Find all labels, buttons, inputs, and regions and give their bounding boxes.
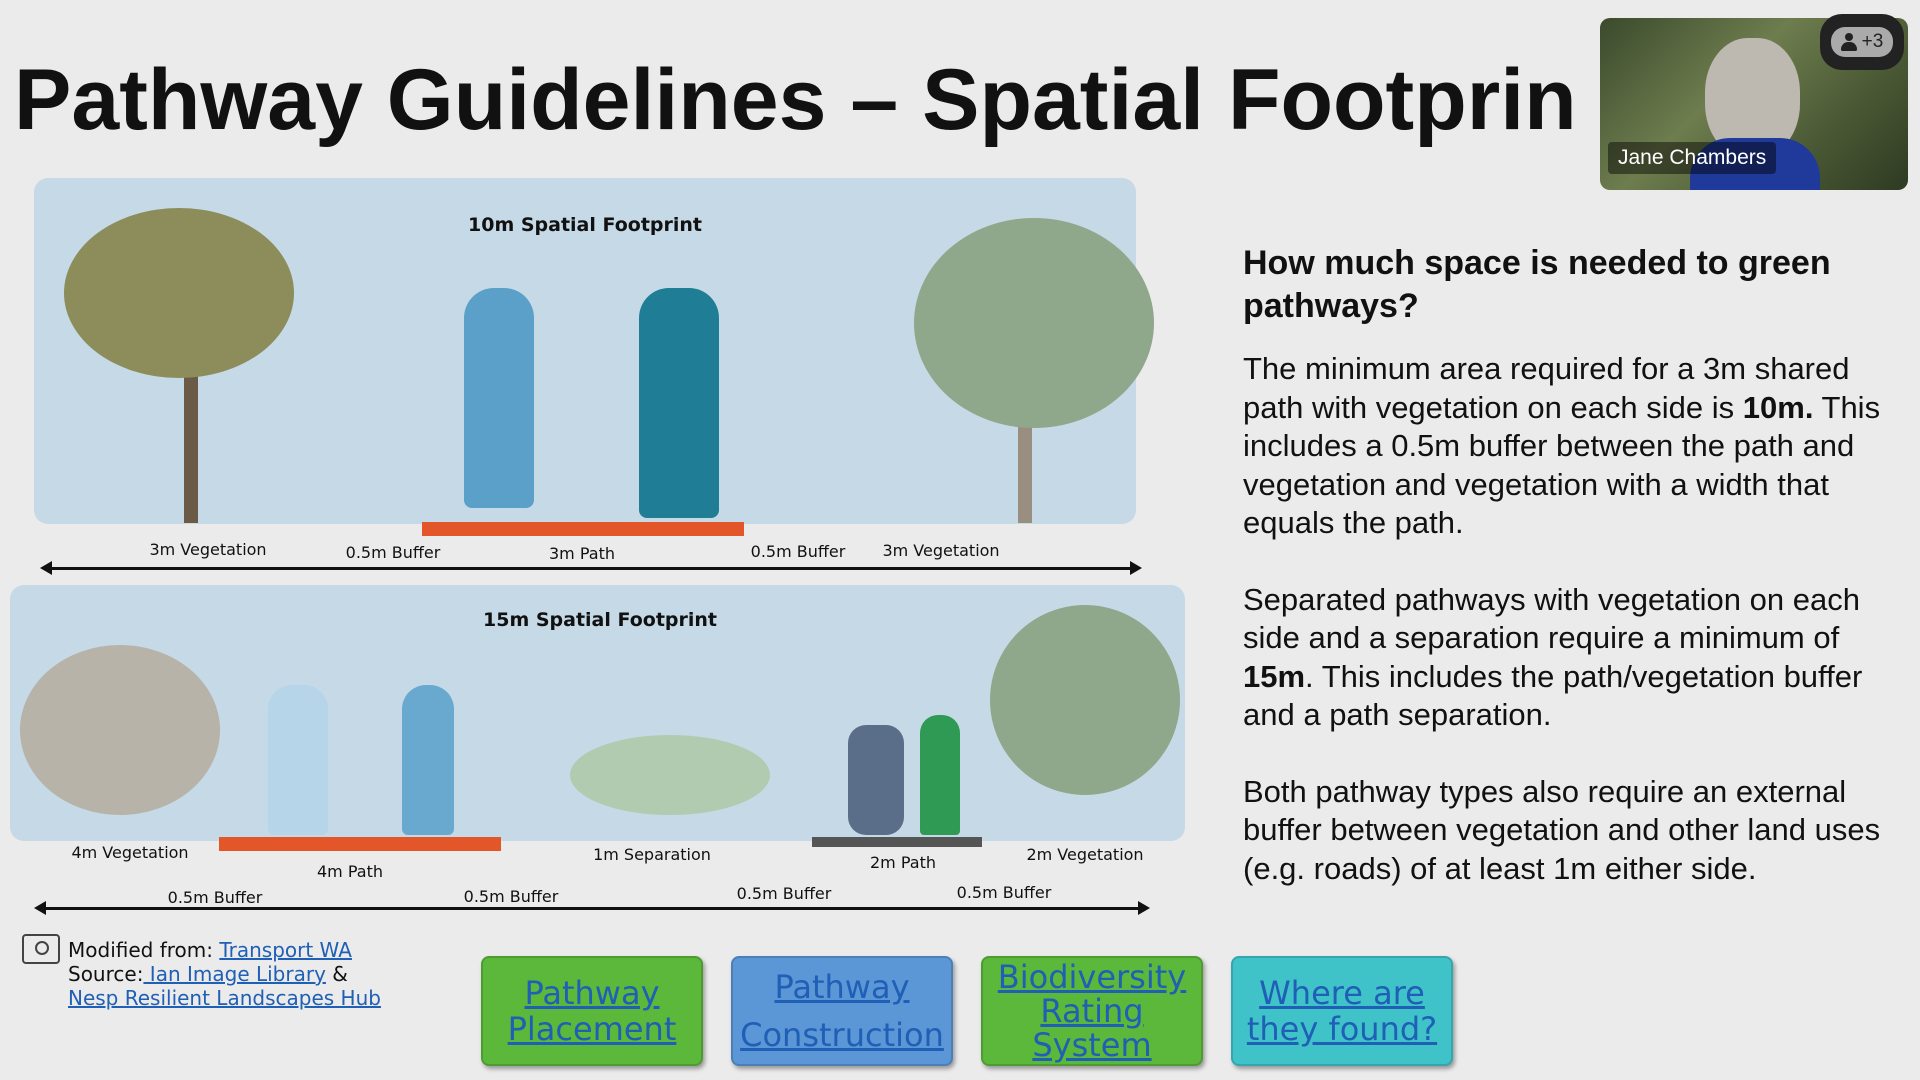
cyclist-figure — [464, 288, 534, 508]
wheelchair-user-figure — [848, 725, 904, 835]
nesp-hub-link[interactable]: Nesp Resilient Landscapes Hub — [68, 986, 381, 1010]
where-found-button[interactable]: Where are they found? — [1231, 956, 1453, 1066]
participant-clothing — [1690, 138, 1820, 190]
width-arrow-10m — [40, 561, 1142, 575]
label: 2m Path — [870, 853, 936, 872]
explanation-text: How much space is needed to green pathwa… — [1243, 242, 1903, 926]
pathway-construction-button[interactable]: Pathway Construction — [731, 956, 953, 1066]
text: Modified from: — [68, 938, 220, 962]
label: 0.5m Buffer — [345, 543, 441, 562]
pathway-placement-button[interactable]: Pathway Placement — [481, 956, 703, 1066]
path-2m — [812, 837, 982, 847]
cyclist-figure — [268, 685, 328, 835]
tree-icon — [914, 218, 1154, 428]
participants-count: +3 — [1861, 31, 1884, 52]
participants-badge: +3 — [1830, 27, 1894, 57]
tree-icon — [64, 208, 294, 378]
participant-name: Jane Chambers — [1608, 142, 1777, 174]
pedestrian-with-pram-figure — [639, 288, 719, 518]
width-arrow-15m — [34, 901, 1150, 915]
diagram-10m-title: 10m Spatial Footprint — [468, 214, 702, 236]
cyclist-figure — [402, 685, 454, 835]
buffer-label: 0.5m Buffer — [167, 888, 263, 907]
person-icon — [1840, 33, 1857, 51]
text: & — [325, 962, 348, 986]
ian-image-library-link[interactable]: Ian Image Library — [143, 962, 326, 986]
slide-title: Pathway Guidelines – Spatial Footprin — [14, 52, 1577, 148]
text: This includes a 0.5m buffer between the … — [1243, 389, 1881, 541]
bold-text: 10m. — [1742, 389, 1814, 425]
text: Source: — [68, 962, 144, 986]
grass-icon — [570, 735, 770, 815]
biodiversity-rating-button[interactable]: Biodiversity Rating System — [981, 956, 1203, 1066]
text: The minimum area required for a 3m share… — [1243, 351, 1850, 425]
buffer-label: 0.5m Buffer — [736, 884, 832, 903]
label: 0.5m Buffer — [750, 542, 846, 561]
diagram-15m-title: 15m Spatial Footprint — [483, 609, 717, 631]
buffer-label: 0.5m Buffer — [463, 887, 559, 906]
buffer-label: 0.5m Buffer — [956, 883, 1052, 902]
label: 1m Separation — [593, 845, 711, 864]
paragraph-1: The minimum area required for a 3m share… — [1243, 350, 1903, 543]
transport-wa-link[interactable]: Transport WA — [219, 938, 352, 962]
label: 3m Vegetation — [882, 541, 1000, 560]
label: 4m Path — [317, 862, 383, 881]
diagram-15m: 15m Spatial Footprint — [10, 585, 1185, 851]
path-4m — [219, 837, 501, 851]
label: 2m Vegetation — [1026, 845, 1144, 864]
text: . This includes the path/vegetation buff… — [1243, 658, 1863, 733]
path-3m — [422, 522, 744, 536]
tree-icon — [990, 605, 1180, 795]
diagram-10m: 10m Spatial Footprint — [34, 178, 1154, 536]
heading: How much space is needed to green pathwa… — [1243, 244, 1831, 325]
paragraph-2: Separated pathways with vegetation on ea… — [1243, 581, 1903, 735]
label: 3m Path — [549, 544, 615, 563]
label: 4m Vegetation — [71, 843, 189, 862]
camera-icon — [22, 934, 60, 964]
bold-text: 15m — [1243, 658, 1306, 694]
tree-icon — [20, 645, 220, 815]
source-credits: Modified from: Transport WA Source: Ian … — [68, 938, 381, 1010]
paragraph-3: Both pathway types also require an exter… — [1243, 773, 1881, 886]
label: 3m Vegetation — [149, 540, 267, 559]
pedestrian-figure — [920, 715, 960, 835]
text: Separated pathways with vegetation on ea… — [1243, 581, 1860, 656]
participants-badge-button[interactable]: +3 — [1820, 14, 1904, 70]
